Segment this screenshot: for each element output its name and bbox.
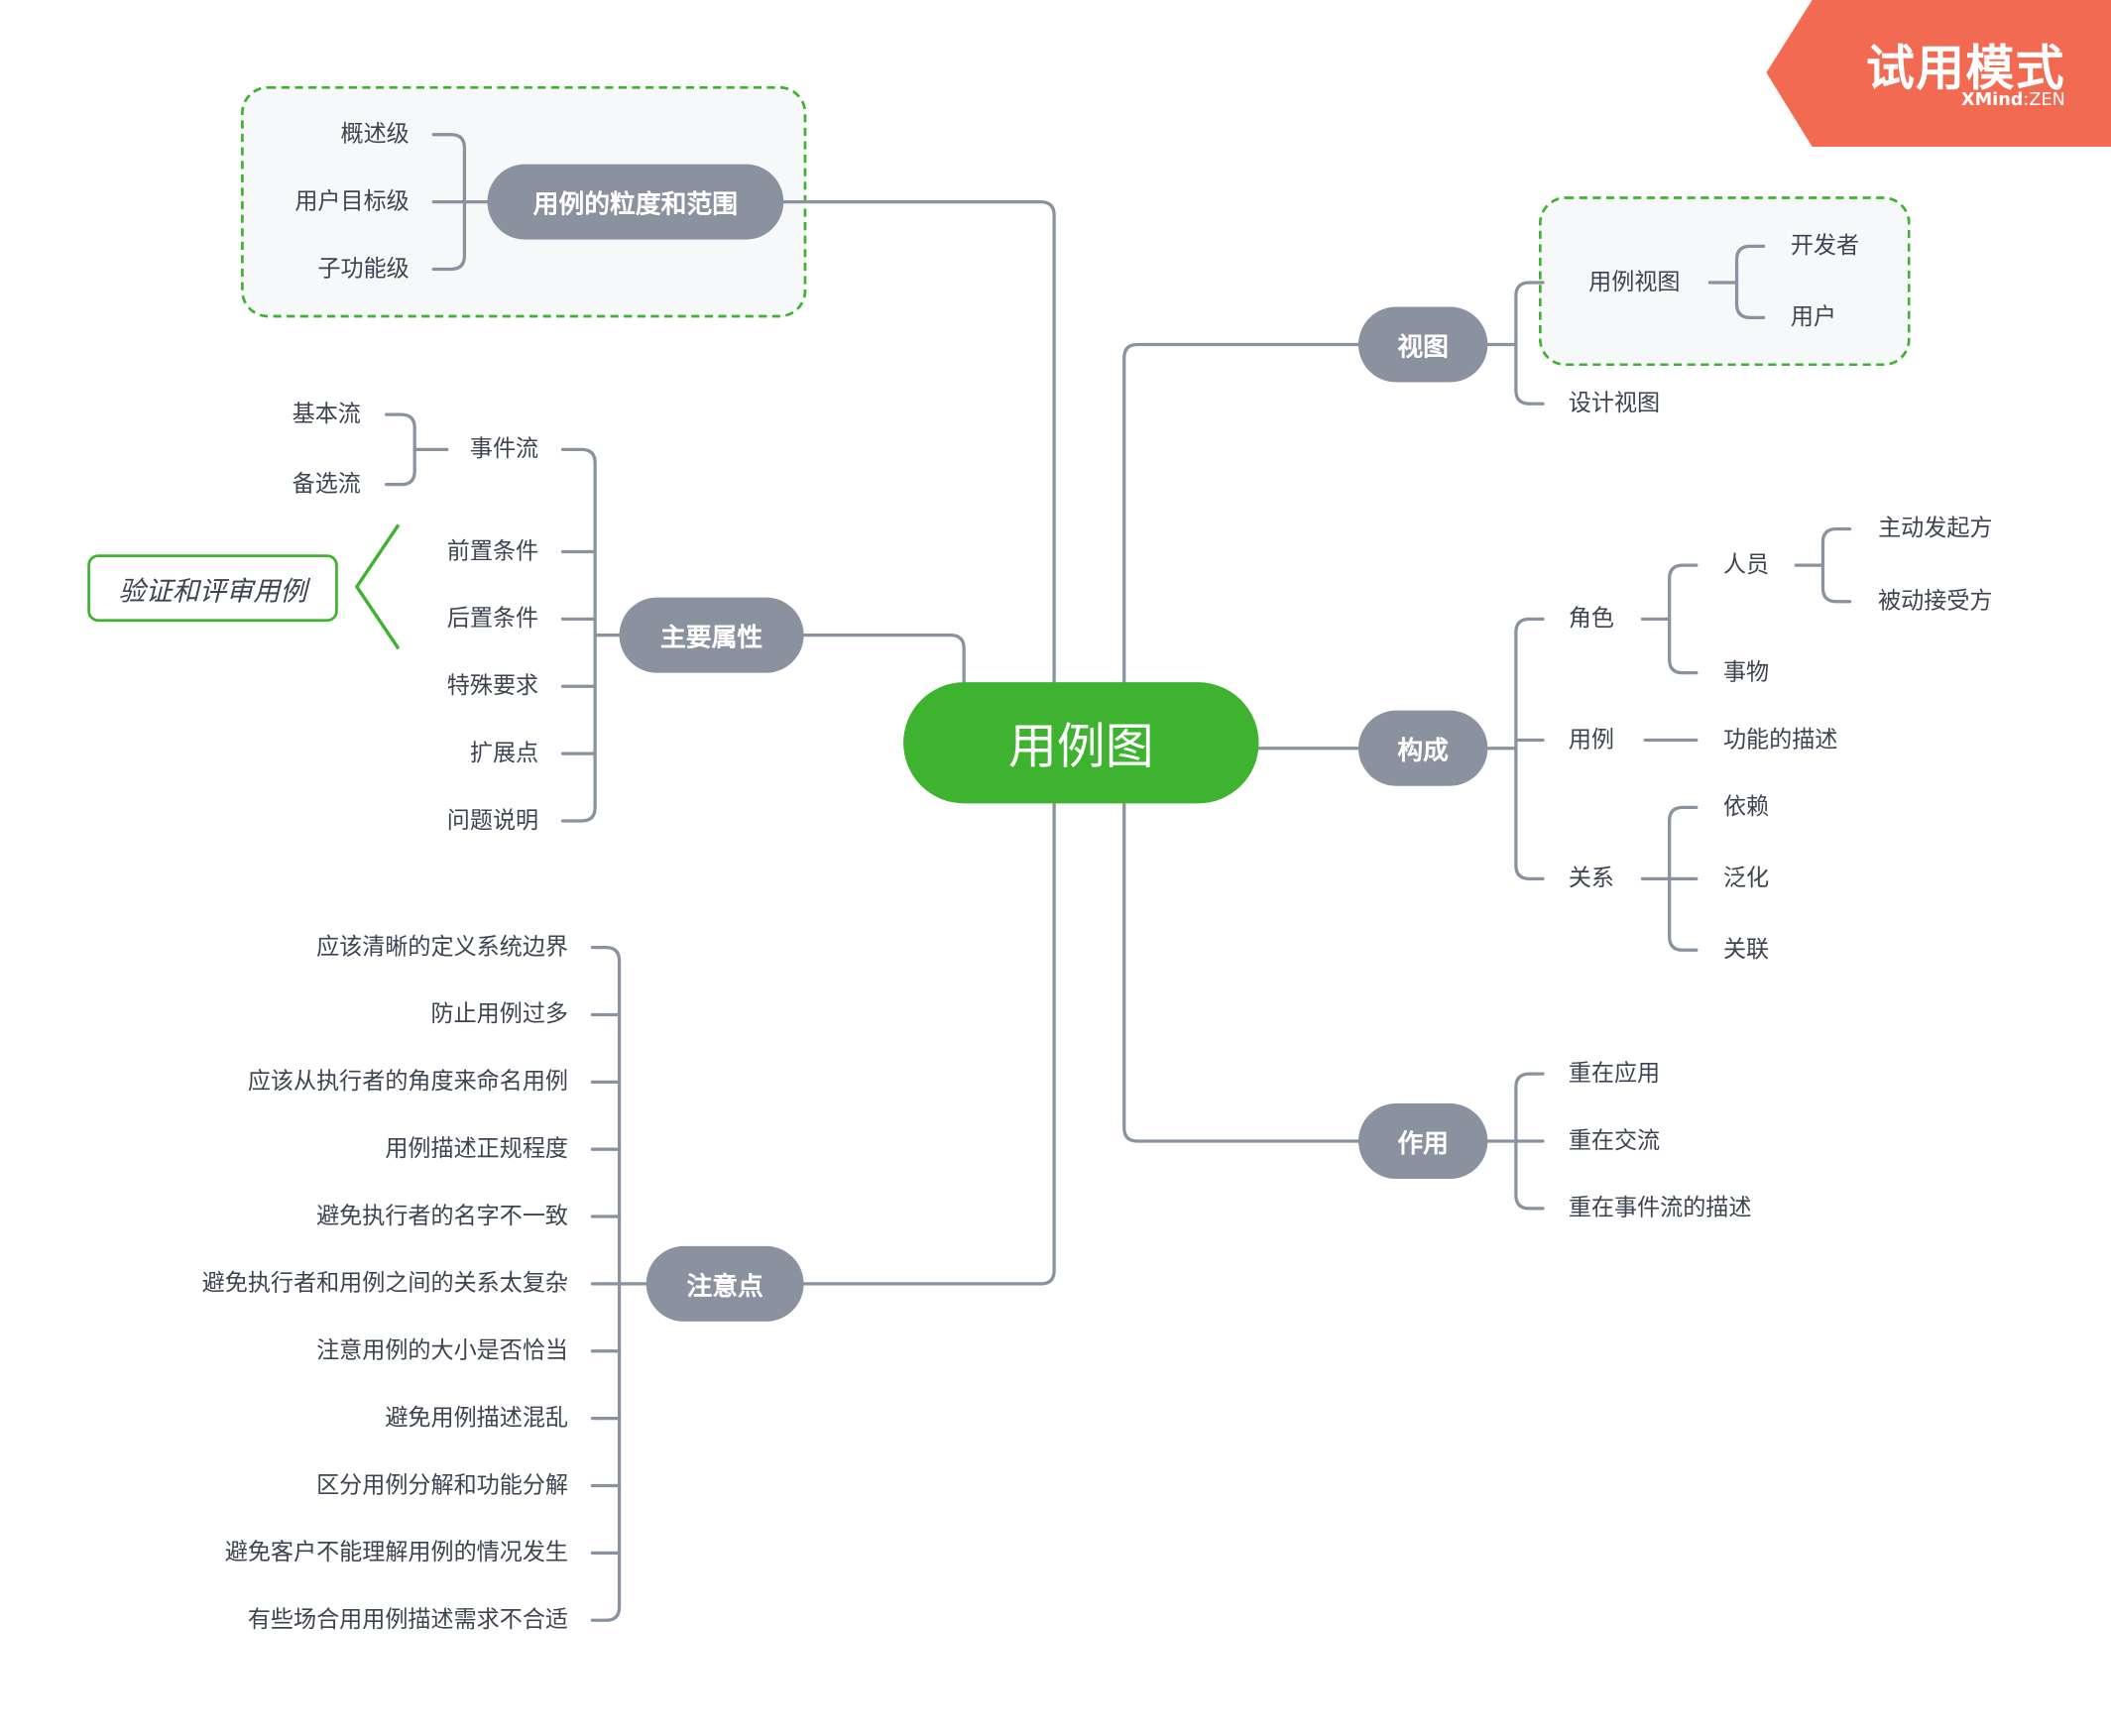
subtopic-role[interactable]: 角色: [1568, 605, 1614, 633]
topic-granularity[interactable]: 用例的粒度和范围: [487, 164, 784, 240]
subtopic-usecase[interactable]: 用例: [1568, 726, 1614, 754]
subtopic-granularity-overview[interactable]: 概述级: [340, 121, 410, 149]
subtopic-person[interactable]: 人员: [1722, 551, 1770, 579]
topic-attributes[interactable]: 主要属性: [619, 597, 804, 673]
subtopic-user[interactable]: 用户: [1790, 303, 1837, 331]
subtopic-granularity-user-goal[interactable]: 用户目标级: [294, 188, 410, 216]
note-item[interactable]: 有些场合用用例描述需求不合适: [247, 1606, 568, 1634]
topic-view[interactable]: 视图: [1358, 306, 1488, 383]
subtopic-alternative-flow[interactable]: 备选流: [292, 471, 361, 499]
note-item[interactable]: 避免用例描述混乱: [385, 1405, 568, 1433]
xmind-zen-brand: XMind:ZEN: [1960, 89, 2065, 111]
note-item[interactable]: 用例描述正规程度: [385, 1135, 568, 1163]
badge-shape: [1766, 0, 2111, 147]
subtopic-function-description[interactable]: 功能的描述: [1722, 726, 1838, 754]
subtopic-thing[interactable]: 事物: [1722, 659, 1770, 687]
trial-mode-label: 试用模式: [1865, 42, 2065, 97]
note-item[interactable]: 避免执行者和用例之间的关系太复杂: [201, 1270, 568, 1298]
note-item[interactable]: 应该清晰的定义系统边界: [316, 934, 568, 962]
note-item[interactable]: 避免执行者的名字不一致: [316, 1203, 568, 1230]
subtopic-dependency[interactable]: 依赖: [1722, 793, 1770, 821]
topic-composition[interactable]: 构成: [1358, 710, 1488, 786]
subtopic-precondition[interactable]: 前置条件: [446, 537, 539, 566]
subtopic-event-flow[interactable]: 事件流: [469, 435, 539, 463]
subtopic-association[interactable]: 关联: [1722, 936, 1770, 964]
subtopic-design-view[interactable]: 设计视图: [1568, 390, 1661, 417]
note-item[interactable]: 注意用例的大小是否恰当: [316, 1337, 568, 1365]
subtopic-focus-application[interactable]: 重在应用: [1568, 1060, 1661, 1088]
subtopic-passive-receiver[interactable]: 被动接受方: [1878, 588, 1993, 616]
trial-mode-badge[interactable]: 试用模式 XMind:ZEN: [1766, 0, 2111, 147]
subtopic-focus-event-flow[interactable]: 重在事件流的描述: [1568, 1195, 1752, 1222]
callout-brace: [355, 523, 401, 650]
note-item[interactable]: 避免客户不能理解用例的情况发生: [224, 1539, 568, 1566]
subtopic-granularity-subfunction[interactable]: 子功能级: [317, 255, 410, 284]
subtopic-generalization[interactable]: 泛化: [1722, 865, 1770, 892]
topic-notes[interactable]: 注意点: [645, 1245, 804, 1322]
subtopic-usecase-view[interactable]: 用例视图: [1588, 269, 1681, 296]
subtopic-focus-communication[interactable]: 重在交流: [1568, 1127, 1661, 1155]
note-item[interactable]: 区分用例分解和功能分解: [316, 1471, 568, 1500]
callout-validate-review[interactable]: 验证和评审用例: [87, 554, 338, 623]
subtopic-special-requirements[interactable]: 特殊要求: [446, 672, 539, 700]
subtopic-relation[interactable]: 关系: [1568, 865, 1614, 892]
subtopic-basic-flow[interactable]: 基本流: [292, 401, 361, 428]
note-item[interactable]: 应该从执行者的角度来命名用例: [247, 1068, 568, 1096]
subtopic-postcondition[interactable]: 后置条件: [446, 605, 539, 633]
subtopic-developer[interactable]: 开发者: [1790, 232, 1860, 260]
note-item[interactable]: 防止用例过多: [430, 1000, 568, 1029]
central-topic[interactable]: 用例图: [903, 682, 1259, 804]
subtopic-issues[interactable]: 问题说明: [446, 807, 539, 835]
subtopic-extension-points[interactable]: 扩展点: [469, 740, 539, 767]
subtopic-active-initiator[interactable]: 主动发起方: [1878, 515, 1993, 543]
topic-purpose[interactable]: 作用: [1358, 1103, 1488, 1180]
